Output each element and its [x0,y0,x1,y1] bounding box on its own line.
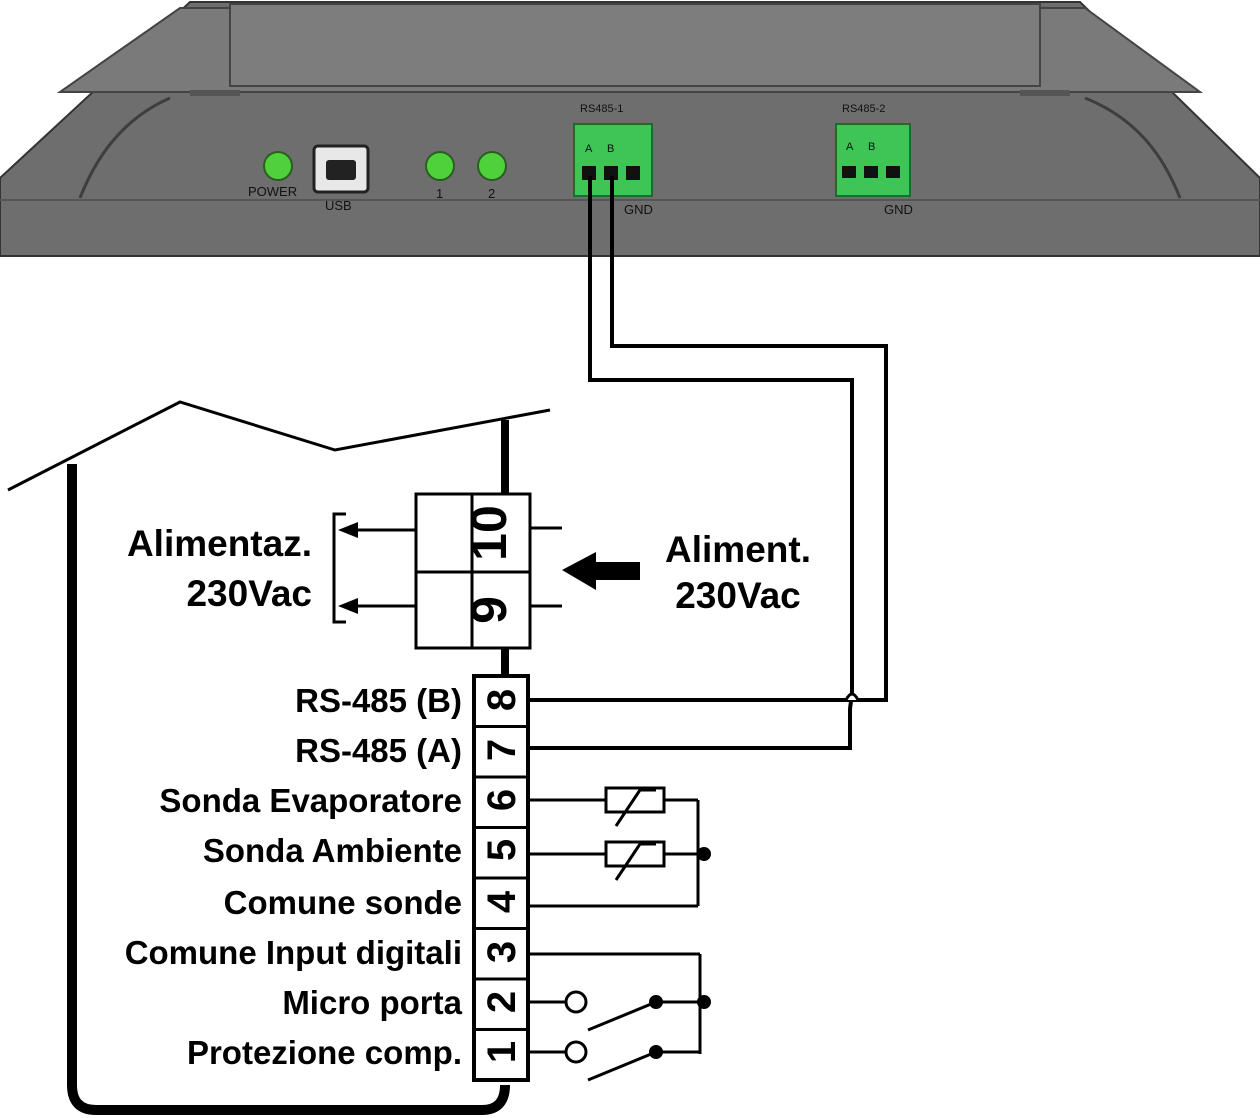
device-right-foot [1020,90,1070,96]
led-2-icon [477,151,507,181]
gateway-device: POWER USB 1 2 RS485-1 A B GND RS485-2 A … [0,1,1260,257]
rs485-1-title: RS485-1 [580,103,623,115]
usb-label: USB [325,198,352,213]
rs485-2-pin-b: B [868,141,875,153]
rs485-2-gnd: GND [884,202,913,217]
terminal-1-label: Protezione comp. [187,1034,462,1071]
device-left-curve [78,96,171,199]
rs485-1-pin-a: A [585,143,593,155]
power-out-label-2: 230Vac [186,573,312,614]
terminal-3-label: Comune Input digitali [125,934,462,971]
terminal-8-number: 8 [480,689,524,711]
rs485-2-block [835,123,911,197]
rs485-cables [522,176,888,750]
power-in-label-1: Aliment. [665,529,811,570]
protezione-contact-icon [564,1040,588,1064]
probe-junction-icon [697,847,711,861]
power-in-arrow-icon [562,552,640,590]
device-top-panel [229,3,1041,87]
rs485-1-gnd: GND [624,202,653,217]
micro-porta-switch-icon [649,995,663,1009]
cable-a [522,176,854,750]
terminal-6-number: 6 [480,789,524,811]
power-in-label-2: 230Vac [675,575,801,616]
arrow-out-10-icon [338,522,358,538]
terminal-5-label: Sonda Ambiente [203,832,462,869]
digital-input-wiring [528,952,704,1082]
terminal-5-number: 5 [480,839,524,861]
rs485-1-connector: RS485-1 A B GND [573,103,653,217]
cable-b-outer [522,176,888,702]
protezione-switch-icon [649,1045,663,1059]
power-label: POWER [248,184,297,199]
device-left-foot [190,90,240,96]
power-out-label-1: Alimentaz. [127,523,312,564]
led-2-label: 2 [488,186,495,201]
probe-evaporatore-icon [604,786,666,827]
cable-hop [844,692,860,701]
power-terminal-block: 10 9 [332,492,640,650]
terminal-7-number: 7 [480,739,524,761]
rs485-2-title: RS485-2 [842,103,885,115]
terminal-7-label: RS-485 (A) [295,732,462,769]
led-1-label: 1 [436,186,443,201]
digital-junction-icon [697,995,711,1009]
terminal-1-number: 1 [480,1041,524,1063]
terminal-2-number: 2 [480,991,524,1013]
controller-housing [7,400,551,1115]
terminal-4-number: 4 [480,890,524,913]
housing-roof-inner [72,404,180,464]
terminal-2-label: Micro porta [282,984,462,1021]
probe-ambiente-icon [604,840,666,881]
rs485-2-pin-a: A [846,141,854,153]
rs485-2-connector: RS485-2 A B GND [835,103,913,217]
terminal-6-label: Sonda Evaporatore [159,782,462,819]
rs485-1-pin-b: B [607,143,614,155]
terminal-8-label: RS-485 (B) [295,682,462,719]
terminal-3-number: 3 [480,941,524,963]
power-led-icon [263,151,293,181]
housing-roof [7,400,551,492]
terminal-10-number: 10 [461,505,517,561]
device-right-curve [1084,96,1182,199]
micro-porta-contact-icon [564,990,588,1014]
led-1-icon [425,151,455,181]
arrow-out-9-icon [338,598,358,614]
signal-terminal-block [472,674,530,1082]
terminal-9-number: 9 [461,596,517,624]
housing-outline [67,464,510,1115]
terminal-4-label: Comune sonde [224,884,462,921]
power-out-bracket [332,512,346,624]
